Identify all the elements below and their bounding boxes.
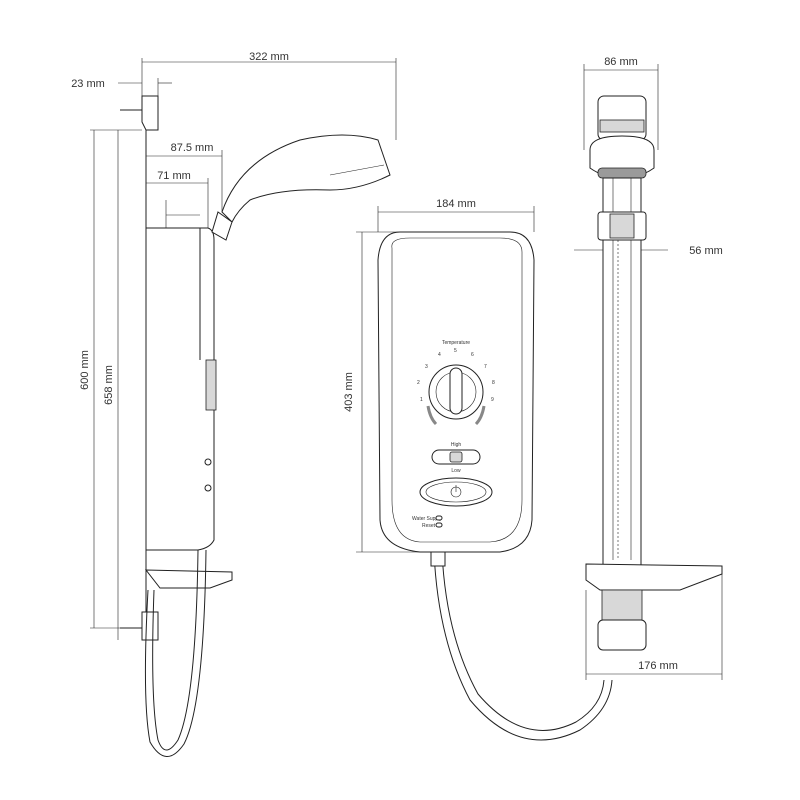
dial-num-2: 2 <box>417 380 420 386</box>
dial-num-1: 1 <box>420 397 423 403</box>
dial-num-9: 9 <box>491 397 494 403</box>
label-600: 600 mm <box>79 350 91 390</box>
label-71: 71 mm <box>157 170 191 182</box>
dial-num-6: 6 <box>471 352 474 358</box>
label-23: 23 mm <box>71 78 105 90</box>
dial-num-7: 7 <box>484 364 487 370</box>
dial-cold-arc <box>426 405 438 426</box>
soap-dish-front <box>585 563 723 591</box>
head-holder <box>211 211 233 241</box>
label-86: 86 mm <box>604 56 638 68</box>
head-face-line <box>329 164 385 176</box>
label-184: 184 mm <box>436 198 476 210</box>
hose-front-inner <box>441 551 605 731</box>
indicator-water <box>435 515 443 521</box>
hose-side-outer <box>144 549 207 757</box>
dial-num-8: 8 <box>492 380 495 386</box>
top-bracket <box>141 95 159 131</box>
hose-connector <box>430 551 446 567</box>
unit-front-inner <box>391 237 523 543</box>
dial-grip <box>449 367 463 415</box>
front-dimensions: 184 mm 403 mm <box>343 198 535 553</box>
indicator-reset-label: Reset <box>422 523 436 529</box>
front-view: Temperature 1 2 3 4 5 6 7 8 9 High Low W… <box>377 231 613 741</box>
rail-view <box>585 95 723 651</box>
label-658: 658 mm <box>103 365 115 405</box>
hose-side <box>152 549 199 751</box>
dial-num-4: 4 <box>438 352 441 358</box>
dial-hot-arc <box>474 405 486 426</box>
power-selector-knob <box>449 451 463 463</box>
rail-bottom-bracket <box>597 619 647 651</box>
shower-head-side <box>221 134 391 223</box>
power-low-label: Low <box>451 468 461 474</box>
dial-num-3: 3 <box>425 364 428 370</box>
hose-front <box>433 551 613 741</box>
unit-side-body <box>145 227 215 551</box>
shower-head-face <box>597 167 647 179</box>
rail-dimensions: 86 mm 56 mm 176 mm <box>574 56 723 680</box>
dial-label: Temperature <box>442 340 470 346</box>
power-high-label: High <box>451 442 462 448</box>
label-56: 56 mm <box>689 245 723 257</box>
button-side-1 <box>204 458 212 466</box>
label-322: 322 mm <box>249 51 289 63</box>
button-side-2 <box>204 484 212 492</box>
side-view <box>120 95 391 757</box>
rail-top-bracket <box>597 95 647 141</box>
label-176: 176 mm <box>638 660 678 672</box>
soap-dish-side <box>144 569 233 589</box>
bottom-bracket <box>141 611 159 641</box>
dial-side <box>205 359 217 411</box>
label-87-5: 87.5 mm <box>171 142 214 154</box>
side-dimensions: 322 mm 23 mm 87.5 mm 71 mm 658 mm 600 mm <box>71 51 397 640</box>
indicator-water-label: Water Supply <box>412 516 442 522</box>
soap-dish-holder <box>601 589 643 621</box>
indicator-reset <box>435 522 443 528</box>
dial-num-5: 5 <box>454 348 457 354</box>
label-403: 403 mm <box>343 372 355 412</box>
